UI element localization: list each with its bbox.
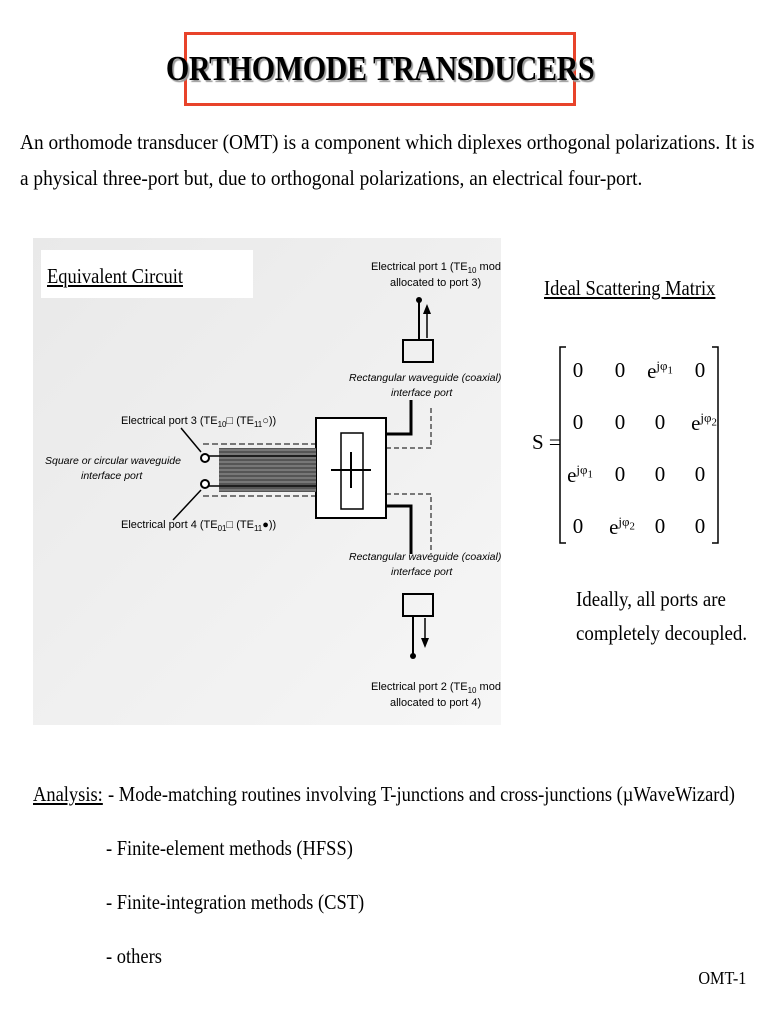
matrix-lhs: S =: [532, 430, 561, 454]
intro-paragraph: An orthomode transducer (OMT) is a compo…: [20, 130, 755, 190]
rect-wg-top-label: Rectangular waveguide (coaxial): [349, 372, 501, 384]
port2-note: allocated to port 4): [390, 697, 481, 709]
matrix-cell-exp: ejφ1: [567, 462, 593, 487]
port3-pointer: [180, 427, 202, 453]
matrix-cell: 0: [654, 410, 666, 434]
figure-label-box: [41, 250, 253, 298]
port3-label: Electrical port 3 (TE10□ (TE11○)): [121, 415, 276, 429]
analysis-item: - Finite-integration methods (CST): [106, 890, 365, 914]
port2-arrowhead: [421, 638, 429, 648]
slide-id: OMT-1: [697, 968, 746, 988]
square-wg-sublabel: interface port: [81, 470, 143, 482]
port2-label: Electrical port 2 (TE10 mode: [371, 681, 501, 695]
equivalent-circuit-figure: Electrical port 1 (TE10 mode allocated t…: [33, 238, 507, 725]
analysis-label: Analysis:: [33, 782, 103, 806]
analysis-item: - others: [106, 944, 162, 968]
scattering-matrix-title: Ideal Scattering Matrix: [544, 276, 716, 300]
page-title: ORTHOMODE TRANSDUCERS: [165, 49, 595, 88]
port1-label: Electrical port 1 (TE10 mode: [371, 261, 501, 275]
top-waveguide-dash: [386, 408, 432, 449]
matrix-cell: 0: [614, 462, 626, 486]
matrix-cell: 0: [694, 514, 706, 538]
square-wg-label: Square or circular waveguide: [45, 455, 181, 467]
matrix-cell: 0: [614, 410, 626, 434]
rect-wg-bottom-sublabel: interface port: [391, 566, 453, 578]
decoupled-note: Ideally, all ports are completely decoup…: [576, 587, 748, 645]
title-box: ORTHOMODE TRANSDUCERS: [166, 32, 595, 106]
port4-terminal: [200, 479, 210, 489]
port1-terminal: [416, 297, 422, 303]
matrix-cell: 0: [572, 358, 584, 382]
analysis-item: - Mode-matching routines involving T-jun…: [108, 782, 735, 806]
port1-arrowhead: [423, 304, 431, 314]
matrix-cell: 0: [572, 514, 584, 538]
matrix-cell: 0: [694, 462, 706, 486]
port4-pointer: [172, 489, 202, 521]
rect-wg-bottom-label: Rectangular waveguide (coaxial): [349, 551, 501, 563]
matrix-cell: 0: [694, 358, 706, 382]
matrix-cell: 0: [654, 514, 666, 538]
matrix-cell: 0: [654, 462, 666, 486]
bottom-waveguide-line: [386, 504, 413, 554]
analysis-item: - Finite-element methods (HFSS): [106, 836, 353, 860]
port2-terminal: [410, 653, 416, 659]
matrix-cell-exp: ejφ2: [691, 410, 717, 435]
matrix-brackets: [559, 346, 719, 544]
port1-transition-box: [402, 339, 434, 363]
port1-note: allocated to port 3): [390, 277, 481, 289]
equivalent-circuit-heading: Equivalent Circuit: [47, 264, 184, 288]
top-waveguide-line: [386, 400, 413, 436]
matrix-cell-exp: ejφ1: [647, 358, 673, 383]
port3-terminal: [200, 453, 210, 463]
rect-wg-top-sublabel: interface port: [391, 387, 453, 399]
port4-label: Electrical port 4 (TE01□ (TE11●)): [121, 519, 276, 533]
matrix-cell-exp: ejφ2: [609, 514, 635, 539]
port2-transition-box: [402, 593, 434, 617]
matrix-cell: 0: [572, 410, 584, 434]
matrix-cell: 0: [614, 358, 626, 382]
bottom-waveguide-dash: [386, 493, 432, 554]
